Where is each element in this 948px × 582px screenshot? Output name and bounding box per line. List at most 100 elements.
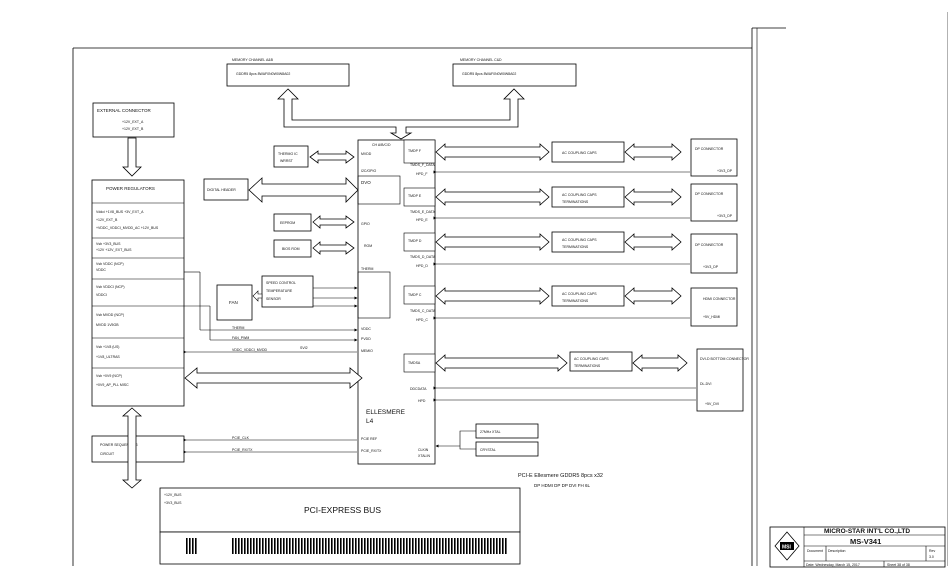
pcie-finger: [418, 538, 420, 554]
power-rail-arrow: [184, 367, 363, 389]
svg-text:Vsb +0V9 (NCP): Vsb +0V9 (NCP): [96, 374, 122, 378]
svg-text:BIOS ROM: BIOS ROM: [282, 247, 300, 251]
pcie-finger: [186, 538, 188, 554]
pcie-finger: [448, 538, 450, 554]
svg-text:AC COUPLING CAPS: AC COUPLING CAPS: [562, 292, 597, 296]
pcie-finger: [436, 538, 438, 554]
svg-text:3.0: 3.0: [929, 555, 934, 559]
svg-text:CH A/B/C/D: CH A/B/C/D: [372, 143, 391, 147]
pcie-finger: [277, 538, 279, 554]
svg-text:MVDD: MVDD: [361, 152, 372, 156]
pcie-finger: [499, 538, 501, 554]
pcie-finger: [379, 538, 381, 554]
svg-text:CRYSTAL: CRYSTAL: [480, 448, 496, 452]
svg-text:GDDR5 8pcs 8WAF0N0W0W8A02: GDDR5 8pcs 8WAF0N0W0W8A02: [462, 72, 516, 76]
svg-text:Vsb VDDCI (NCP): Vsb VDDCI (NCP): [96, 285, 125, 289]
pcie-finger: [331, 538, 333, 554]
svg-text:HPD_F: HPD_F: [416, 172, 427, 176]
gpio-arrow: [312, 215, 355, 229]
svg-text:Vsb +1V8 (US): Vsb +1V8 (US): [96, 345, 119, 349]
svi2-signal-label: SVI2: [300, 346, 308, 350]
svg-text:TERMINATIONS: TERMINATIONS: [574, 364, 601, 368]
svg-text:+12V_EXT_B: +12V_EXT_B: [122, 127, 144, 131]
pcie-finger: [271, 538, 273, 554]
therm-signal-label: THERM: [232, 326, 245, 330]
svg-text:DP CONNECTOR: DP CONNECTOR: [695, 147, 724, 151]
svg-text:+3V3_DP: +3V3_DP: [703, 265, 719, 269]
pcie-finger: [319, 538, 321, 554]
tmds-c-row: AC COUPLING CAPS TERMINATIONS HDMI CONNE…: [408, 285, 738, 327]
svg-text:+5V_DVI: +5V_DVI: [705, 402, 719, 406]
pcie-finger: [457, 538, 459, 554]
power-sequencing-block: POWER SEQUENCING CIRCUIT: [91, 435, 185, 463]
pcie-finger: [469, 538, 471, 554]
svg-text:THERM: THERM: [361, 267, 374, 271]
svg-text:DDCDATA: DDCDATA: [410, 387, 427, 391]
svg-text:PVDD: PVDD: [361, 337, 371, 341]
pcie-finger: [189, 538, 191, 554]
pcie-finger: [487, 538, 489, 554]
svg-text:TMDS_D_DATA: TMDS_D_DATA: [410, 255, 436, 259]
pcie-finger: [370, 538, 372, 554]
svg-text:GPIO: GPIO: [361, 222, 370, 226]
svg-text:MICRO-STAR INT'L CO.,LTD: MICRO-STAR INT'L CO.,LTD: [824, 528, 910, 535]
pcie-finger: [328, 538, 330, 554]
pcie-finger: [388, 538, 390, 554]
svg-text:GDDR5 8pcs 8WAF0N0W0W8A02: GDDR5 8pcs 8WAF0N0W0W8A02: [236, 72, 290, 76]
svg-text:TMDP F: TMDP F: [408, 149, 421, 153]
pcie-finger: [250, 538, 252, 554]
svg-text:Description: Description: [828, 549, 846, 553]
svg-text:AC COUPLING CAPS: AC COUPLING CAPS: [562, 151, 597, 155]
svg-text:Vsb MVDD (NCP): Vsb MVDD (NCP): [96, 313, 124, 317]
pcie-rxtx-signal-label: PCIE_RX/TX: [232, 448, 253, 452]
thermo-arrow: [309, 150, 355, 164]
pcie-finger: [241, 538, 243, 554]
digital-header-block: DIGITAL HEADER: [203, 178, 249, 201]
svg-text:AC COUPLING CAPS: AC COUPLING CAPS: [574, 357, 609, 361]
svg-text:XTALIN: XTALIN: [418, 454, 430, 458]
pcie-finger: [361, 538, 363, 554]
bios-rom-block: BIOS ROM: [273, 239, 312, 258]
pcie-finger: [367, 538, 369, 554]
tmdsa-row: AC COUPLING CAPS TERMINATIONS DVI-D BOTT…: [408, 348, 749, 412]
svg-text:DL-DVI: DL-DVI: [700, 382, 712, 386]
svg-text:CIRCUIT: CIRCUIT: [100, 452, 115, 456]
svg-text:27MHz XTAL: 27MHz XTAL: [480, 430, 501, 434]
pcie-finger: [244, 538, 246, 554]
pcie-finger: [397, 538, 399, 554]
svg-text:+3V3_DP: +3V3_DP: [717, 214, 733, 218]
svg-text:AC COUPLING CAPS: AC COUPLING CAPS: [562, 238, 597, 242]
svg-text:TERMINATIONS: TERMINATIONS: [562, 200, 589, 204]
svg-text:SENSOR: SENSOR: [266, 297, 281, 301]
svg-text:HPD_C: HPD_C: [416, 318, 428, 322]
pcie-bus-block: PCI-EXPRESS BUS +12V_BUS +3V3_BUS: [159, 487, 521, 565]
fan-arrow: [252, 290, 263, 302]
pcie-finger: [192, 538, 194, 554]
svg-text:TMDS_E_DATA: TMDS_E_DATA: [410, 210, 436, 214]
svg-text:ROM: ROM: [364, 244, 372, 248]
pcie-finger: [247, 538, 249, 554]
ext-to-power-arrow: [122, 137, 142, 177]
power-pcie-arrow: [121, 407, 143, 489]
pcie-finger: [304, 538, 306, 554]
board-caption: PCI-E Ellesmere GDDR5 8pcs x32 DP HDMI D…: [518, 473, 603, 488]
svg-text:+1V8_ULTRAS: +1V8_ULTRAS: [96, 355, 120, 359]
svg-text:VDDC: VDDC: [361, 327, 371, 331]
svg-text:Vsb VDDC (NCP): Vsb VDDC (NCP): [96, 262, 124, 266]
pcie-finger: [493, 538, 495, 554]
svg-text:+12V_BUS: +12V_BUS: [164, 493, 182, 497]
left-signal-lines: [183, 271, 358, 454]
svg-text:TMDP E: TMDP E: [408, 194, 422, 198]
fanpwm-signal-label: FAN_PWM: [232, 336, 249, 340]
pcie-finger: [406, 538, 408, 554]
svg-text:DVO: DVO: [361, 180, 371, 185]
svg-text:+3V3_DP: +3V3_DP: [717, 169, 733, 173]
svg-text:TERMINATIONS: TERMINATIONS: [562, 245, 589, 249]
pcieclk-signal-label: PCIE_CLK: [232, 436, 250, 440]
svg-text:+12V_EXT_A: +12V_EXT_A: [122, 120, 144, 124]
svg-text:EXTERNAL CONNECTOR: EXTERNAL CONNECTOR: [97, 108, 152, 113]
svg-text:L4: L4: [366, 418, 374, 425]
pcie-finger: [262, 538, 264, 554]
pcie-finger: [445, 538, 447, 554]
